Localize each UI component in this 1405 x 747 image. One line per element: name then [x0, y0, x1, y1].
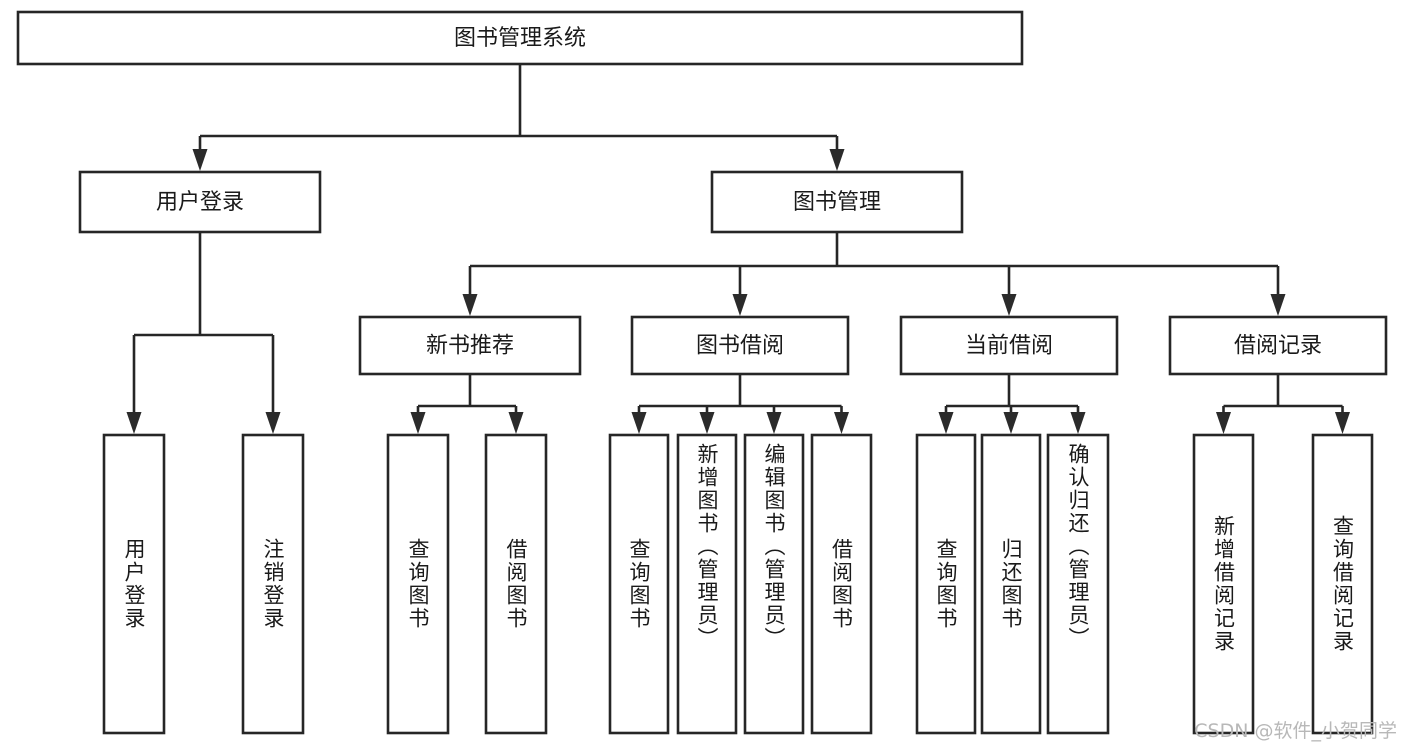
arrow-head-icon: [1270, 294, 1286, 316]
arrow-head-icon: [766, 412, 782, 434]
arrow-head-icon: [265, 412, 281, 434]
node-root[interactable]: 图书管理系统: [16, 10, 1024, 66]
node-box-leaf-add-book-admin[interactable]: [676, 433, 738, 735]
arrow-head-icon: [1216, 412, 1231, 434]
arrow-head-icon: [126, 412, 142, 434]
node-box-book-borrow[interactable]: [630, 315, 850, 376]
node-current-borrow[interactable]: 当前借阅: [899, 315, 1119, 376]
node-leaf-confirm-return[interactable]: [1046, 433, 1110, 735]
arrow-head-icon: [938, 412, 954, 434]
node-leaf-user-login[interactable]: [102, 433, 166, 735]
node-box-leaf-query-book-2[interactable]: [608, 433, 670, 735]
node-book-borrow[interactable]: 图书借阅: [630, 315, 850, 376]
connector-edge-bookmanage-to-level3: [462, 232, 1286, 316]
node-box-leaf-logout[interactable]: [241, 433, 305, 735]
node-box-borrow-record[interactable]: [1168, 315, 1388, 376]
arrow-head-icon: [1001, 294, 1017, 316]
node-leaf-add-book-admin[interactable]: [676, 433, 738, 735]
node-leaf-query-book-2[interactable]: [608, 433, 670, 735]
node-user-login[interactable]: 用户登录: [78, 170, 322, 234]
arrow-head-icon: [699, 412, 715, 434]
node-label-new-book-recommend: 新书推荐: [426, 334, 514, 359]
node-box-current-borrow[interactable]: [899, 315, 1119, 376]
arrow-head-icon: [1070, 412, 1086, 434]
arrow-head-icon: [631, 412, 647, 434]
node-box-leaf-confirm-return[interactable]: [1046, 433, 1110, 735]
arrow-head-icon: [829, 149, 845, 171]
node-box-leaf-user-login[interactable]: [102, 433, 166, 735]
arrow-head-icon: [732, 294, 748, 316]
node-label-root: 图书管理系统: [454, 26, 586, 51]
node-leaf-borrow-book-1[interactable]: [484, 433, 548, 735]
node-leaf-query-record[interactable]: [1311, 433, 1374, 735]
node-leaf-logout[interactable]: [241, 433, 305, 735]
node-box-book-manage[interactable]: [710, 170, 964, 234]
arrow-head-icon: [508, 412, 524, 434]
node-leaf-query-book-1[interactable]: [386, 433, 450, 735]
node-box-user-login[interactable]: [78, 170, 322, 234]
node-box-root[interactable]: [16, 10, 1024, 66]
connectors-layer: [126, 64, 1350, 434]
node-leaf-add-record[interactable]: [1192, 433, 1255, 735]
node-label-book-borrow: 图书借阅: [696, 334, 784, 359]
connector-edge-userlogin-to-leaves: [126, 232, 281, 434]
arrow-head-icon: [410, 412, 426, 434]
node-box-leaf-return-book[interactable]: [980, 433, 1042, 735]
node-box-leaf-borrow-book-1[interactable]: [484, 433, 548, 735]
node-label-borrow-record: 借阅记录: [1234, 334, 1322, 359]
arrow-head-icon: [462, 294, 478, 316]
node-box-leaf-edit-book-admin[interactable]: [743, 433, 805, 735]
watermark-text: CSDN @软件_小贺同学: [1194, 720, 1397, 742]
connector-edge-recommend-to-leaves: [410, 374, 524, 434]
node-book-manage[interactable]: 图书管理: [710, 170, 964, 234]
node-leaf-borrow-book-2[interactable]: [810, 433, 873, 735]
connector-edge-record-to-leaves: [1216, 374, 1350, 434]
node-leaf-edit-book-admin[interactable]: [743, 433, 805, 735]
arrow-head-icon: [1335, 412, 1350, 434]
arrow-head-icon: [192, 149, 208, 171]
arrow-head-icon: [834, 412, 849, 434]
connector-edge-borrow-to-leaves: [631, 374, 849, 434]
node-leaf-return-book[interactable]: [980, 433, 1042, 735]
connector-edge-root-to-level2: [192, 64, 845, 171]
node-box-leaf-borrow-book-2[interactable]: [810, 433, 873, 735]
arrow-head-icon: [1003, 412, 1019, 434]
node-box-leaf-query-record[interactable]: [1311, 433, 1374, 735]
node-box-leaf-add-record[interactable]: [1192, 433, 1255, 735]
node-label-current-borrow: 当前借阅: [965, 334, 1053, 359]
node-borrow-record[interactable]: 借阅记录: [1168, 315, 1388, 376]
node-leaf-query-book-3[interactable]: [915, 433, 977, 735]
connector-edge-current-to-leaves: [938, 374, 1086, 434]
node-new-book-recommend[interactable]: 新书推荐: [358, 315, 582, 376]
node-box-leaf-query-book-1[interactable]: [386, 433, 450, 735]
node-box-leaf-query-book-3[interactable]: [915, 433, 977, 735]
node-label-user-login: 用户登录: [156, 190, 244, 215]
node-box-new-book-recommend[interactable]: [358, 315, 582, 376]
node-label-book-manage: 图书管理: [793, 190, 881, 215]
